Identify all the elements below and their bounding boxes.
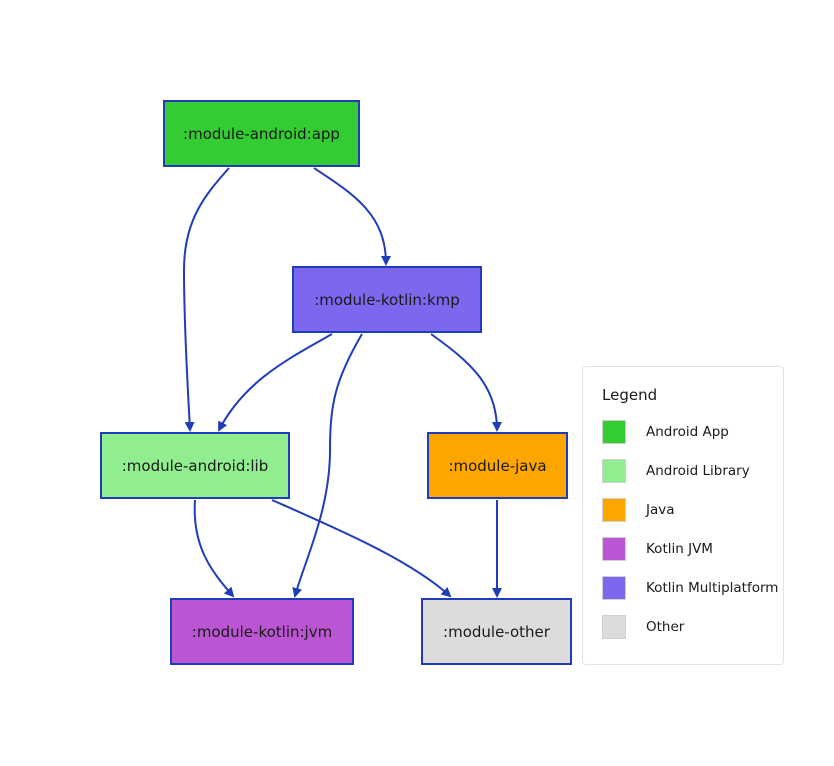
legend-swatch xyxy=(602,615,626,639)
legend-swatch xyxy=(602,420,626,444)
legend-swatch xyxy=(602,576,626,600)
node-label: :module-android:app xyxy=(183,124,340,143)
edge-lib-to-jvm xyxy=(193,499,235,598)
legend-item-android-library: Android Library xyxy=(602,459,750,483)
node-module-kotlin-kmp: :module-kotlin:kmp xyxy=(292,266,482,333)
legend-label: Java xyxy=(646,502,675,518)
node-label: :module-kotlin:jvm xyxy=(191,622,333,641)
node-label: :module-other xyxy=(443,622,550,641)
legend-item-other: Other xyxy=(602,615,684,639)
node-module-other: :module-other xyxy=(421,598,572,665)
node-label: :module-java xyxy=(448,456,547,475)
node-module-java: :module-java xyxy=(427,432,568,499)
legend-label: Kotlin Multiplatform xyxy=(646,580,779,596)
edge-lib-to-other xyxy=(271,499,452,598)
node-module-android-lib: :module-android:lib xyxy=(100,432,290,499)
node-label: :module-android:lib xyxy=(121,456,269,475)
legend-label: Android Library xyxy=(646,463,750,479)
edge-app-to-kmp xyxy=(313,167,391,266)
edge-kmp-to-lib xyxy=(218,333,333,432)
legend-swatch xyxy=(602,498,626,522)
legend-label: Other xyxy=(646,619,685,635)
edge-kmp-to-jvm xyxy=(292,333,363,598)
legend-item-java: Java xyxy=(602,498,675,522)
legend-label: Kotlin JVM xyxy=(646,541,713,557)
legend: Legend Android App Android Library Java … xyxy=(582,366,784,665)
legend-item-android-app: Android App xyxy=(602,420,729,444)
edge-app-to-lib xyxy=(182,167,230,432)
legend-swatch xyxy=(602,537,626,561)
legend-label: Android App xyxy=(646,424,729,440)
edge-kmp-to-java xyxy=(430,333,502,432)
node-module-android-app: :module-android:app xyxy=(163,100,360,167)
legend-title: Legend xyxy=(602,386,658,404)
legend-swatch xyxy=(602,459,626,483)
node-module-kotlin-jvm: :module-kotlin:jvm xyxy=(170,598,354,665)
node-label: :module-kotlin:kmp xyxy=(314,290,460,309)
legend-item-kotlin-jvm: Kotlin JVM xyxy=(602,537,713,561)
legend-item-kotlin-multiplatform: Kotlin Multiplatform xyxy=(602,576,778,600)
